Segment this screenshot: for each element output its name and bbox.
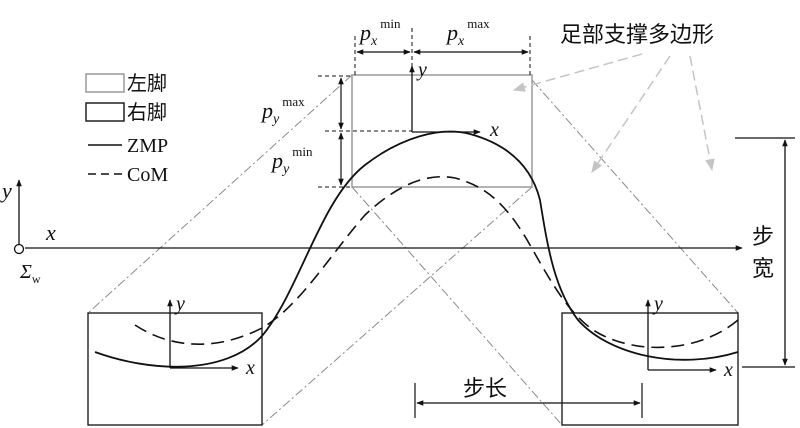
legend-right-foot-label: 右脚 [127, 100, 167, 124]
legend-left-foot-swatch [85, 73, 125, 93]
left-foot-x-label: x [489, 119, 499, 141]
legend: 左脚 右脚 ZMP CoM [85, 71, 168, 186]
left-foot-y-label: y [416, 59, 427, 81]
rear-foot-frame: y x [167, 293, 255, 379]
right-foot-rect-rear [87, 312, 263, 426]
projection-line [351, 186, 563, 426]
callout-arrow [591, 55, 671, 173]
world-x-label: x [45, 220, 56, 245]
world-origin [13, 243, 25, 255]
legend-zmp-label: ZMP [127, 135, 168, 157]
py-max-label: pymax [260, 94, 305, 127]
world-frame-label: Σw [19, 261, 41, 286]
com-trajectory [134, 175, 739, 349]
right-foot-rect-front [561, 312, 739, 426]
world-y-label: y [0, 178, 12, 203]
rear-foot-y-label: y [174, 293, 185, 315]
front-foot-y-label: y [652, 293, 663, 315]
projection-line [87, 74, 353, 314]
support-polygon-label: 足部支撑多边形 [560, 23, 714, 48]
callout-arrow [689, 55, 715, 172]
step-width-dimension: 步 宽 [735, 137, 795, 368]
py-min-label: pymin [270, 144, 313, 177]
step-length-dimension: 步长 [414, 377, 643, 418]
py-dimensions: pymax pymin [260, 75, 412, 188]
front-foot-x-label: x [723, 359, 733, 381]
step-width-label-1: 步 [752, 225, 774, 250]
zmp-trajectory [94, 130, 739, 368]
left-foot-frame: y x [409, 59, 499, 141]
px-max-label: pxmax [445, 16, 490, 49]
front-foot-frame: y x [645, 293, 733, 381]
step-length-label: 步长 [463, 377, 507, 402]
projection-line [261, 186, 533, 426]
left-foot-rect [351, 74, 533, 188]
legend-right-foot-swatch [85, 102, 125, 122]
px-min-label: pxmin [358, 16, 401, 49]
rear-foot-x-label: x [245, 357, 255, 379]
step-width-label-2: 宽 [752, 257, 774, 282]
projection-lines [87, 74, 739, 426]
projection-line [531, 79, 739, 314]
support-polygon-callout-arrows [512, 53, 715, 173]
callout-arrow [512, 53, 643, 92]
px-dimensions: pxmin pxmax [354, 16, 531, 75]
legend-left-foot-label: 左脚 [127, 71, 167, 95]
legend-com-label: CoM [127, 164, 168, 186]
